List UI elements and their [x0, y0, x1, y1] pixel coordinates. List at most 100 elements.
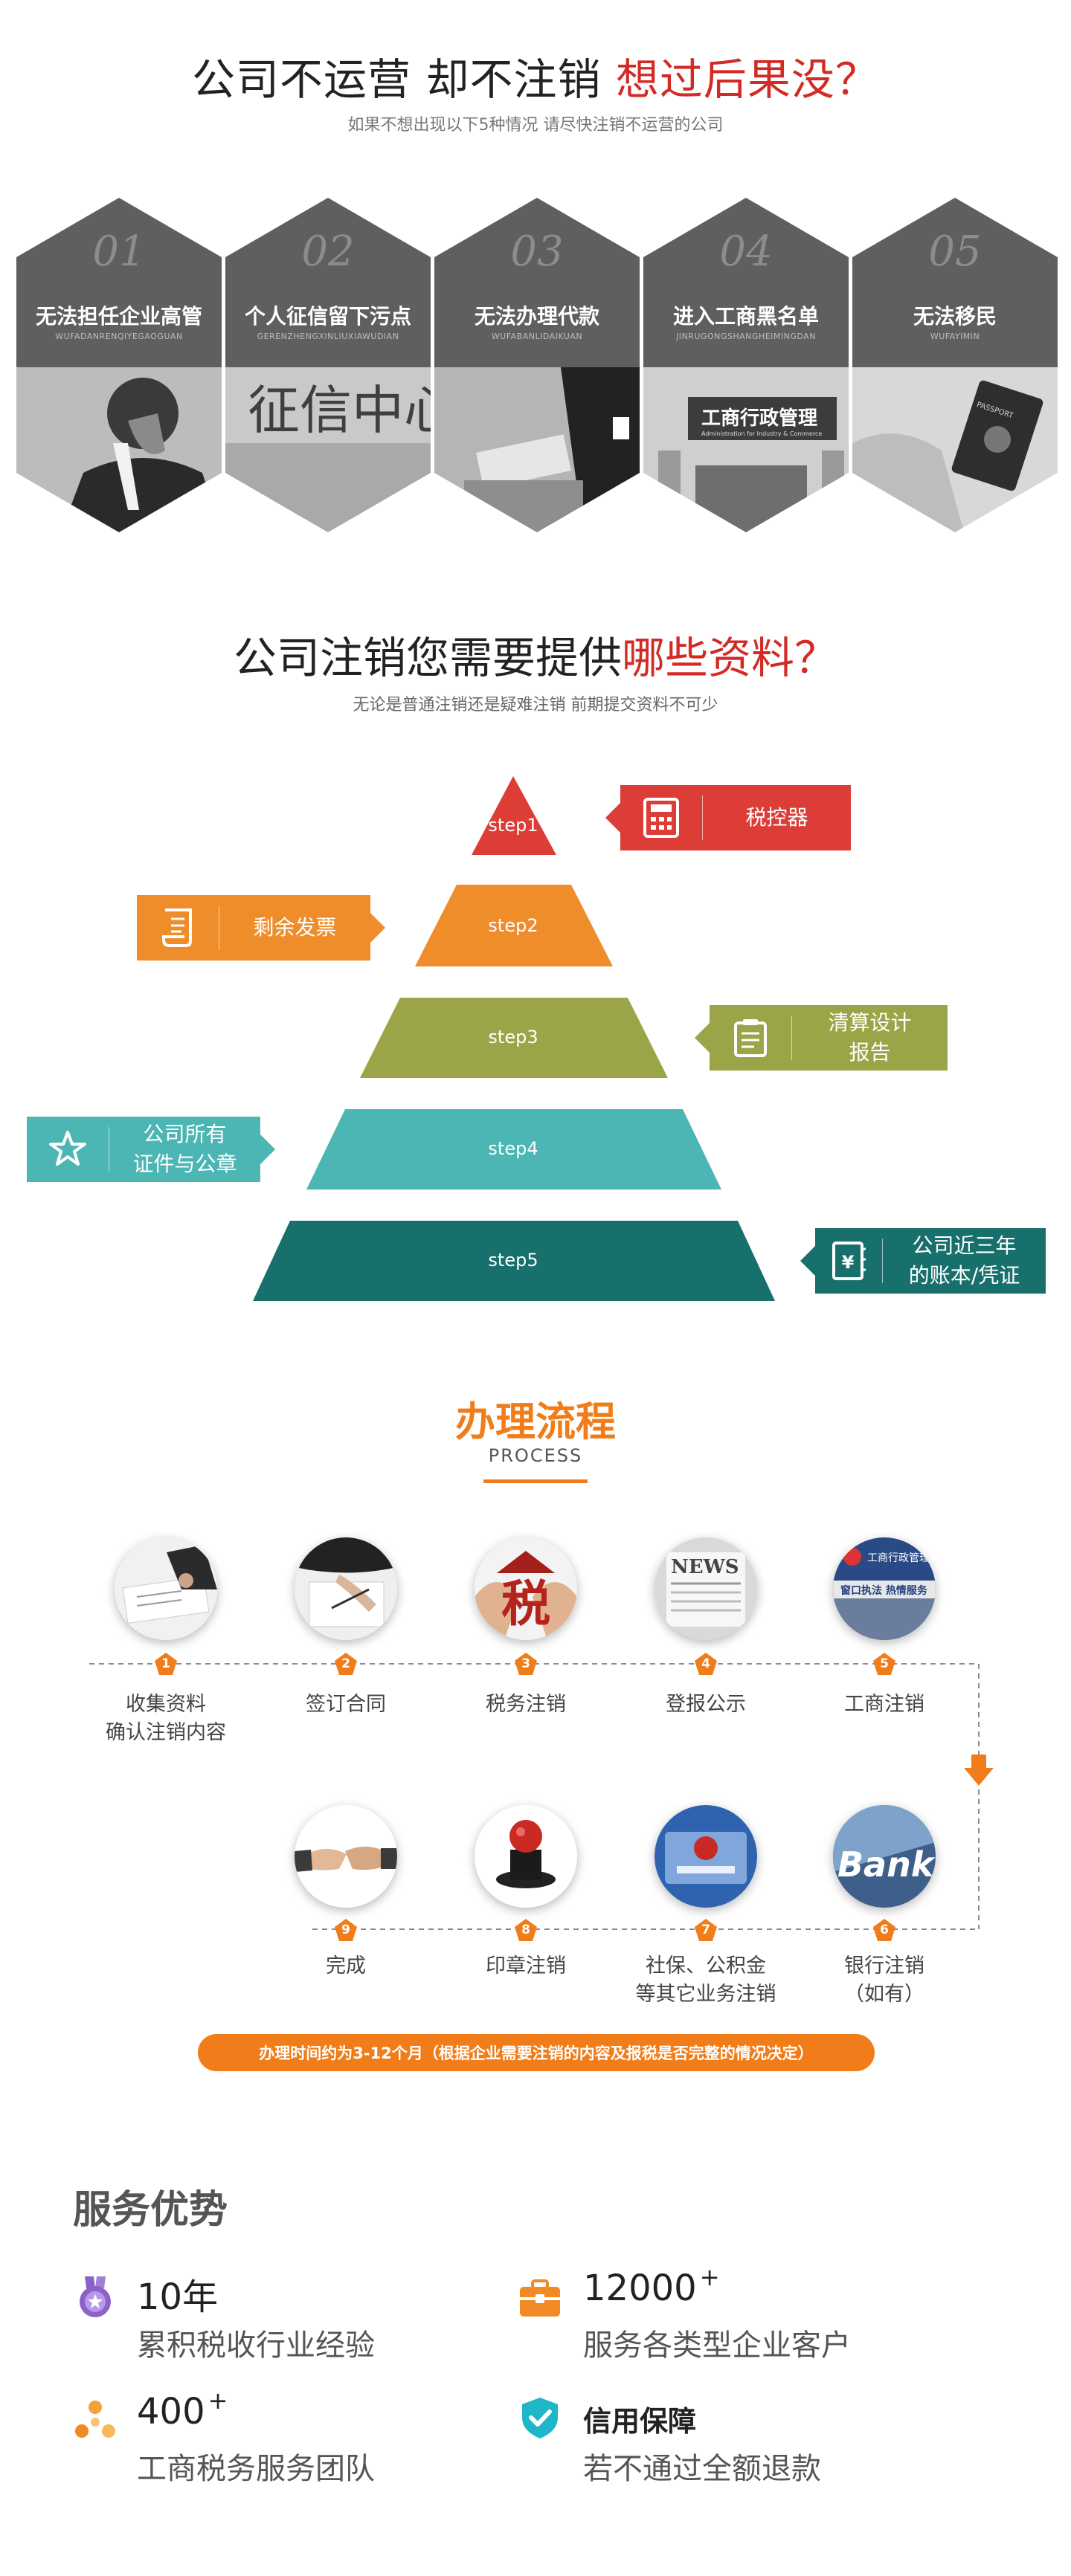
svg-text:¥: ¥	[842, 1252, 855, 1273]
ledger-icon: ¥	[815, 1228, 882, 1294]
tag-text: 剩余发票	[253, 915, 337, 940]
step-icon-sign-contract	[295, 1537, 397, 1640]
advantage-4-value: 信用保障	[583, 2405, 697, 2438]
hex-shape	[434, 198, 640, 532]
step-badge-5: 5	[872, 1652, 896, 1676]
news-text: NEWS	[671, 1556, 739, 1578]
material-tag-invoices: 剩余发票	[137, 895, 385, 961]
consequence-card-5: PASSPORT 05 无法移民 WUFAYIMIN	[852, 198, 1058, 532]
step-badge-3: 3	[514, 1652, 538, 1676]
step-label-notice: 登报公示	[666, 1693, 746, 1716]
pyramid-step5	[253, 1221, 775, 1301]
pyramid-step2	[415, 885, 613, 966]
gov-text: 工商行政管理	[867, 1552, 930, 1564]
tag-text-line1: 清算设计	[828, 1010, 912, 1035]
step-label-5: step5	[488, 1250, 538, 1271]
step-badge-2: 2	[334, 1652, 358, 1676]
advantages-title: 服务优势	[73, 2188, 228, 2233]
step-icon-seal-cancellation	[475, 1805, 577, 1908]
card-label: 进入工商黑名单	[672, 304, 819, 329]
tag-text: 税控器	[745, 805, 808, 830]
section1-subtitle: 如果不想出现以下5种情况 请尽快注销不运营的公司	[347, 116, 724, 135]
briefcase-icon	[520, 2279, 560, 2317]
step-label-collect: 收集资料确认注销内容	[106, 1693, 226, 1744]
step-icon-social-security	[654, 1805, 757, 1908]
bank-text: Bank	[837, 1844, 936, 1885]
step-label-2: step2	[488, 915, 538, 936]
step-label-social: 社保、公积金等其它业务注销	[635, 1954, 776, 2006]
tax-character: 税	[501, 1575, 550, 1633]
card-number: 04	[719, 227, 773, 276]
step-icon-collect-documents	[115, 1537, 217, 1640]
card-label: 无法办理代款	[474, 304, 599, 329]
consequence-card-3: 03 无法办理代款 WUFABANLIDAIKUAN	[434, 198, 640, 532]
step-label-bank: 银行注销（如有）	[844, 1954, 924, 2006]
material-tag-account-books: ¥ 公司近三年的账本/凭证	[800, 1228, 1046, 1294]
calculator-icon	[620, 785, 702, 850]
step-icon-bank-cancellation: Bank	[833, 1805, 936, 1908]
step-label-seal: 印章注销	[486, 1954, 566, 1978]
section2-title-highlight: 哪些资料？	[622, 633, 838, 683]
section2-title: 公司注销您需要提供哪些资料？	[0, 623, 1071, 685]
consequence-card-1: 01 无法担任企业高管 WUFADANRENQIYEGAOGUAN	[16, 198, 222, 532]
consequence-card-2: 征信中心 02 个人征信留下污点 GERENZHENGXINLIUXIAWUDI…	[225, 198, 431, 532]
step-badge-8: 8	[514, 1918, 538, 1942]
step-badge-1: 1	[154, 1652, 178, 1676]
pyramid-step3	[360, 998, 668, 1078]
tag-text-line2: 报告	[849, 1040, 891, 1065]
pyramid-step4	[306, 1109, 721, 1189]
card-pinyin: WUFAYIMIN	[930, 332, 980, 341]
advantage-2-value: 12000+	[583, 2263, 720, 2309]
consequence-card-4: 工商行政管理 Administration for Industry & Com…	[643, 198, 849, 532]
card-pinyin: GERENZHENGXINLIUXIAWUDIAN	[257, 332, 399, 341]
advantage-3-desc: 工商税务服务团队	[137, 2452, 375, 2486]
medal-icon	[80, 2276, 111, 2317]
card-number: 03	[510, 227, 564, 276]
credit-sign-text: 征信中心	[248, 380, 431, 441]
section2-subtitle: 无论是普通注销还是疑难注销 前期提交资料不可少	[353, 696, 718, 714]
team-icon	[75, 2401, 115, 2438]
step-badge-4: 4	[694, 1652, 718, 1676]
clipboard-icon	[710, 1005, 791, 1071]
shield-check-icon	[522, 2398, 558, 2438]
advantage-4-desc: 若不通过全额退款	[583, 2452, 821, 2486]
step-icon-business-cancellation: 工商行政管理窗口执法 热情服务	[833, 1537, 936, 1640]
tag-text-line2: 的账本/凭证	[908, 1263, 1020, 1288]
material-tag-tax-device: 税控器	[605, 785, 851, 850]
step-label-business: 工商注销	[844, 1693, 924, 1716]
tag-text-line1: 公司所有	[143, 1122, 227, 1146]
card-label: 个人征信留下污点	[244, 304, 411, 329]
invoice-icon	[137, 895, 219, 961]
materials-pyramid	[253, 776, 775, 1301]
section1-title-highlight: 想过后果没？	[615, 54, 879, 105]
gov-sign-en-text: Administration for Industry & Commerce	[701, 430, 822, 437]
card-pinyin: WUFABANLIDAIKUAN	[491, 332, 583, 341]
step-label-3: step3	[488, 1027, 538, 1047]
hex-shape: 工商行政管理 Administration for Industry & Com…	[643, 198, 849, 532]
tag-text-line2: 证件与公章	[132, 1152, 237, 1176]
step-icon-complete	[295, 1805, 397, 1908]
gov-sign-text: 工商行政管理	[701, 407, 817, 430]
step-badge-7: 7	[694, 1918, 718, 1942]
material-tag-certificates-seals: 公司所有证件与公章	[27, 1117, 275, 1182]
arrow-down-icon	[964, 1755, 994, 1786]
advantage-1-value: 10年	[137, 2276, 219, 2318]
process-title-underline	[483, 1479, 588, 1483]
card-pinyin: JINRUGONGSHANGHEIMINGDAN	[676, 332, 816, 341]
process-title: 办理流程	[455, 1398, 616, 1445]
hex-shape: PASSPORT	[852, 198, 1058, 532]
card-label: 无法移民	[913, 304, 997, 329]
step-label-1: step1	[488, 815, 538, 836]
step-icon-newspaper-notice: NEWS	[654, 1537, 757, 1640]
process-subtitle: PROCESS	[488, 1445, 583, 1466]
card-label: 无法担任企业高管	[35, 304, 202, 329]
section2-title-main: 公司注销您需要提供	[233, 633, 622, 683]
step-label-contract: 签订合同	[306, 1693, 386, 1716]
card-number: 01	[92, 227, 146, 276]
advantage-3-value: 400+	[137, 2386, 228, 2433]
star-icon	[27, 1117, 109, 1182]
step-badge-6: 6	[872, 1918, 896, 1942]
step-label-tax: 税务注销	[486, 1693, 566, 1716]
processing-time-note: 办理时间约为3-12个月（根据企业需要注销的内容及报税是否完整的情况决定）	[198, 2034, 875, 2071]
section1-title-main: 公司不运营 却不注销	[192, 54, 602, 105]
